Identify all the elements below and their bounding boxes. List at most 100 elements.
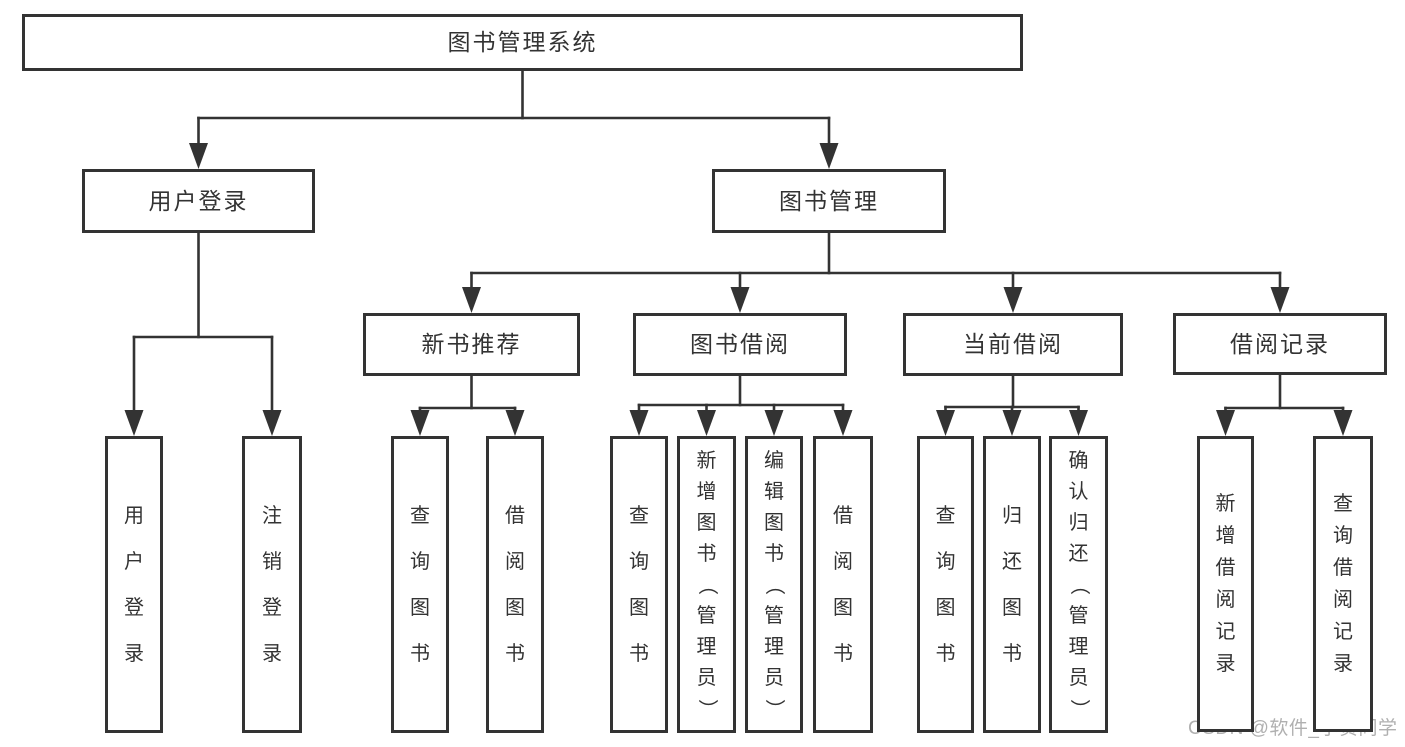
- label-char: 书: [629, 642, 649, 665]
- label-char: 还: [1068, 542, 1089, 565]
- label-char: 查: [629, 504, 649, 527]
- node-bb-query: 查询图书: [610, 436, 668, 733]
- label-char: 辑: [764, 480, 784, 503]
- label-char: 登: [262, 596, 282, 619]
- label-char: 询: [410, 550, 430, 573]
- arrowhead-icon: [833, 410, 853, 436]
- label-char: 登: [124, 596, 144, 619]
- node-book-borrow: 图书借阅: [633, 313, 847, 376]
- node-label: 查询借阅记录: [1333, 494, 1353, 674]
- arrowhead-icon: [629, 410, 649, 436]
- label-char: 编: [764, 449, 784, 472]
- label-char: 查: [935, 504, 956, 527]
- node-label: 用户登录: [148, 187, 249, 214]
- label-char: 书: [696, 542, 717, 565]
- label-char: 归: [1002, 504, 1022, 527]
- label-char: 员: [764, 666, 784, 689]
- label-char: 书: [764, 542, 784, 565]
- label-char: 注: [262, 504, 282, 527]
- arrowhead-icon: [124, 410, 144, 436]
- label-char: 户: [124, 550, 144, 573]
- arrowhead-icon: [819, 143, 839, 169]
- node-label: 借阅图书: [505, 506, 525, 664]
- label-char: 书: [505, 642, 525, 665]
- label-char: 用: [124, 504, 144, 527]
- node-label: 新增图书 （ 管理员 ）: [695, 449, 718, 719]
- label-char: （: [763, 574, 785, 595]
- label-char: 阅: [1333, 589, 1353, 611]
- node-label: 当前借阅: [963, 331, 1063, 357]
- label-char: 图: [410, 596, 430, 619]
- node-borrow-records: 借阅记录: [1173, 313, 1387, 375]
- label-char: 图: [1002, 596, 1022, 619]
- label-char: 借: [505, 504, 525, 527]
- arrowhead-icon: [1270, 287, 1290, 313]
- arrowhead-icon: [262, 410, 282, 436]
- arrowhead-icon: [730, 287, 750, 313]
- node-cb-return: 归还图书: [983, 436, 1041, 733]
- node-label: 查询图书: [936, 506, 956, 664]
- label-char: 理: [696, 635, 717, 658]
- label-char: 书: [1002, 642, 1022, 665]
- label-char: 录: [1333, 653, 1353, 675]
- label-char: （: [1067, 574, 1090, 595]
- node-bb-add: 新增图书 （ 管理员 ）: [677, 436, 736, 733]
- arrowhead-icon: [189, 143, 208, 169]
- label-char: 销: [262, 550, 282, 573]
- label-char: 录: [124, 642, 144, 665]
- node-label: 查询图书: [410, 506, 430, 664]
- label-char: 图: [935, 596, 956, 619]
- label-char: 员: [1068, 666, 1089, 689]
- label-char: 还: [1002, 550, 1022, 573]
- label-char: 理: [1068, 635, 1089, 658]
- label-char: 图: [833, 596, 853, 619]
- node-cb-query: 查询图书: [917, 436, 974, 733]
- node-br-add: 新增借阅记录: [1197, 436, 1254, 732]
- label-char: 阅: [833, 550, 853, 573]
- node-label: 借阅记录: [1230, 330, 1330, 357]
- node-br-query: 查询借阅记录: [1313, 436, 1373, 732]
- arrowhead-icon: [462, 287, 481, 313]
- node-user-login: 用户登录: [82, 169, 315, 233]
- node-cb-confirm: 确认归还（管理员）: [1049, 436, 1108, 733]
- node-nbr-borrow: 借阅图书: [486, 436, 544, 733]
- node-label: 图书借阅: [690, 331, 790, 357]
- node-bb-edit: 编辑图书（管理员）: [745, 436, 803, 733]
- arrowhead-icon: [764, 410, 784, 436]
- node-label: 用户登录: [124, 506, 144, 664]
- arrowhead-icon: [1002, 410, 1022, 436]
- label-char: 记: [1215, 621, 1236, 643]
- label-char: 询: [1333, 525, 1353, 547]
- label-char: 图: [505, 596, 525, 619]
- label-char: 询: [935, 550, 956, 573]
- arrowhead-icon: [697, 410, 716, 436]
- node-nbr-query: 查询图书: [391, 436, 449, 733]
- label-char: 员: [696, 666, 717, 689]
- node-current-borrow: 当前借阅: [903, 313, 1123, 376]
- node-label: 编辑图书（管理员）: [763, 449, 785, 719]
- label-char: 查: [1333, 493, 1353, 515]
- label-char: 书: [833, 642, 853, 665]
- label-char: 增: [696, 480, 717, 503]
- node-label: 确认归还（管理员）: [1067, 451, 1090, 719]
- label-char: 图: [696, 511, 717, 534]
- label-char: （: [695, 574, 718, 595]
- node-label: 注销登录: [262, 506, 282, 664]
- label-char: ）: [763, 698, 785, 719]
- label-char: 书: [410, 642, 430, 665]
- node-label: 图书管理系统: [447, 29, 598, 55]
- label-char: 借: [1333, 557, 1353, 579]
- label-char: 记: [1333, 621, 1353, 643]
- arrowhead-icon: [1003, 287, 1023, 313]
- label-char: 新: [696, 449, 717, 472]
- label-char: 管: [696, 604, 717, 627]
- label-char: 阅: [1215, 589, 1236, 611]
- node-bb-borrow: 借阅图书: [813, 436, 873, 733]
- label-char: 查: [410, 504, 430, 527]
- label-char: 管: [764, 604, 784, 627]
- node-label: 查询图书: [629, 506, 649, 664]
- label-char: ）: [695, 698, 718, 719]
- arrowhead-icon: [1333, 410, 1353, 436]
